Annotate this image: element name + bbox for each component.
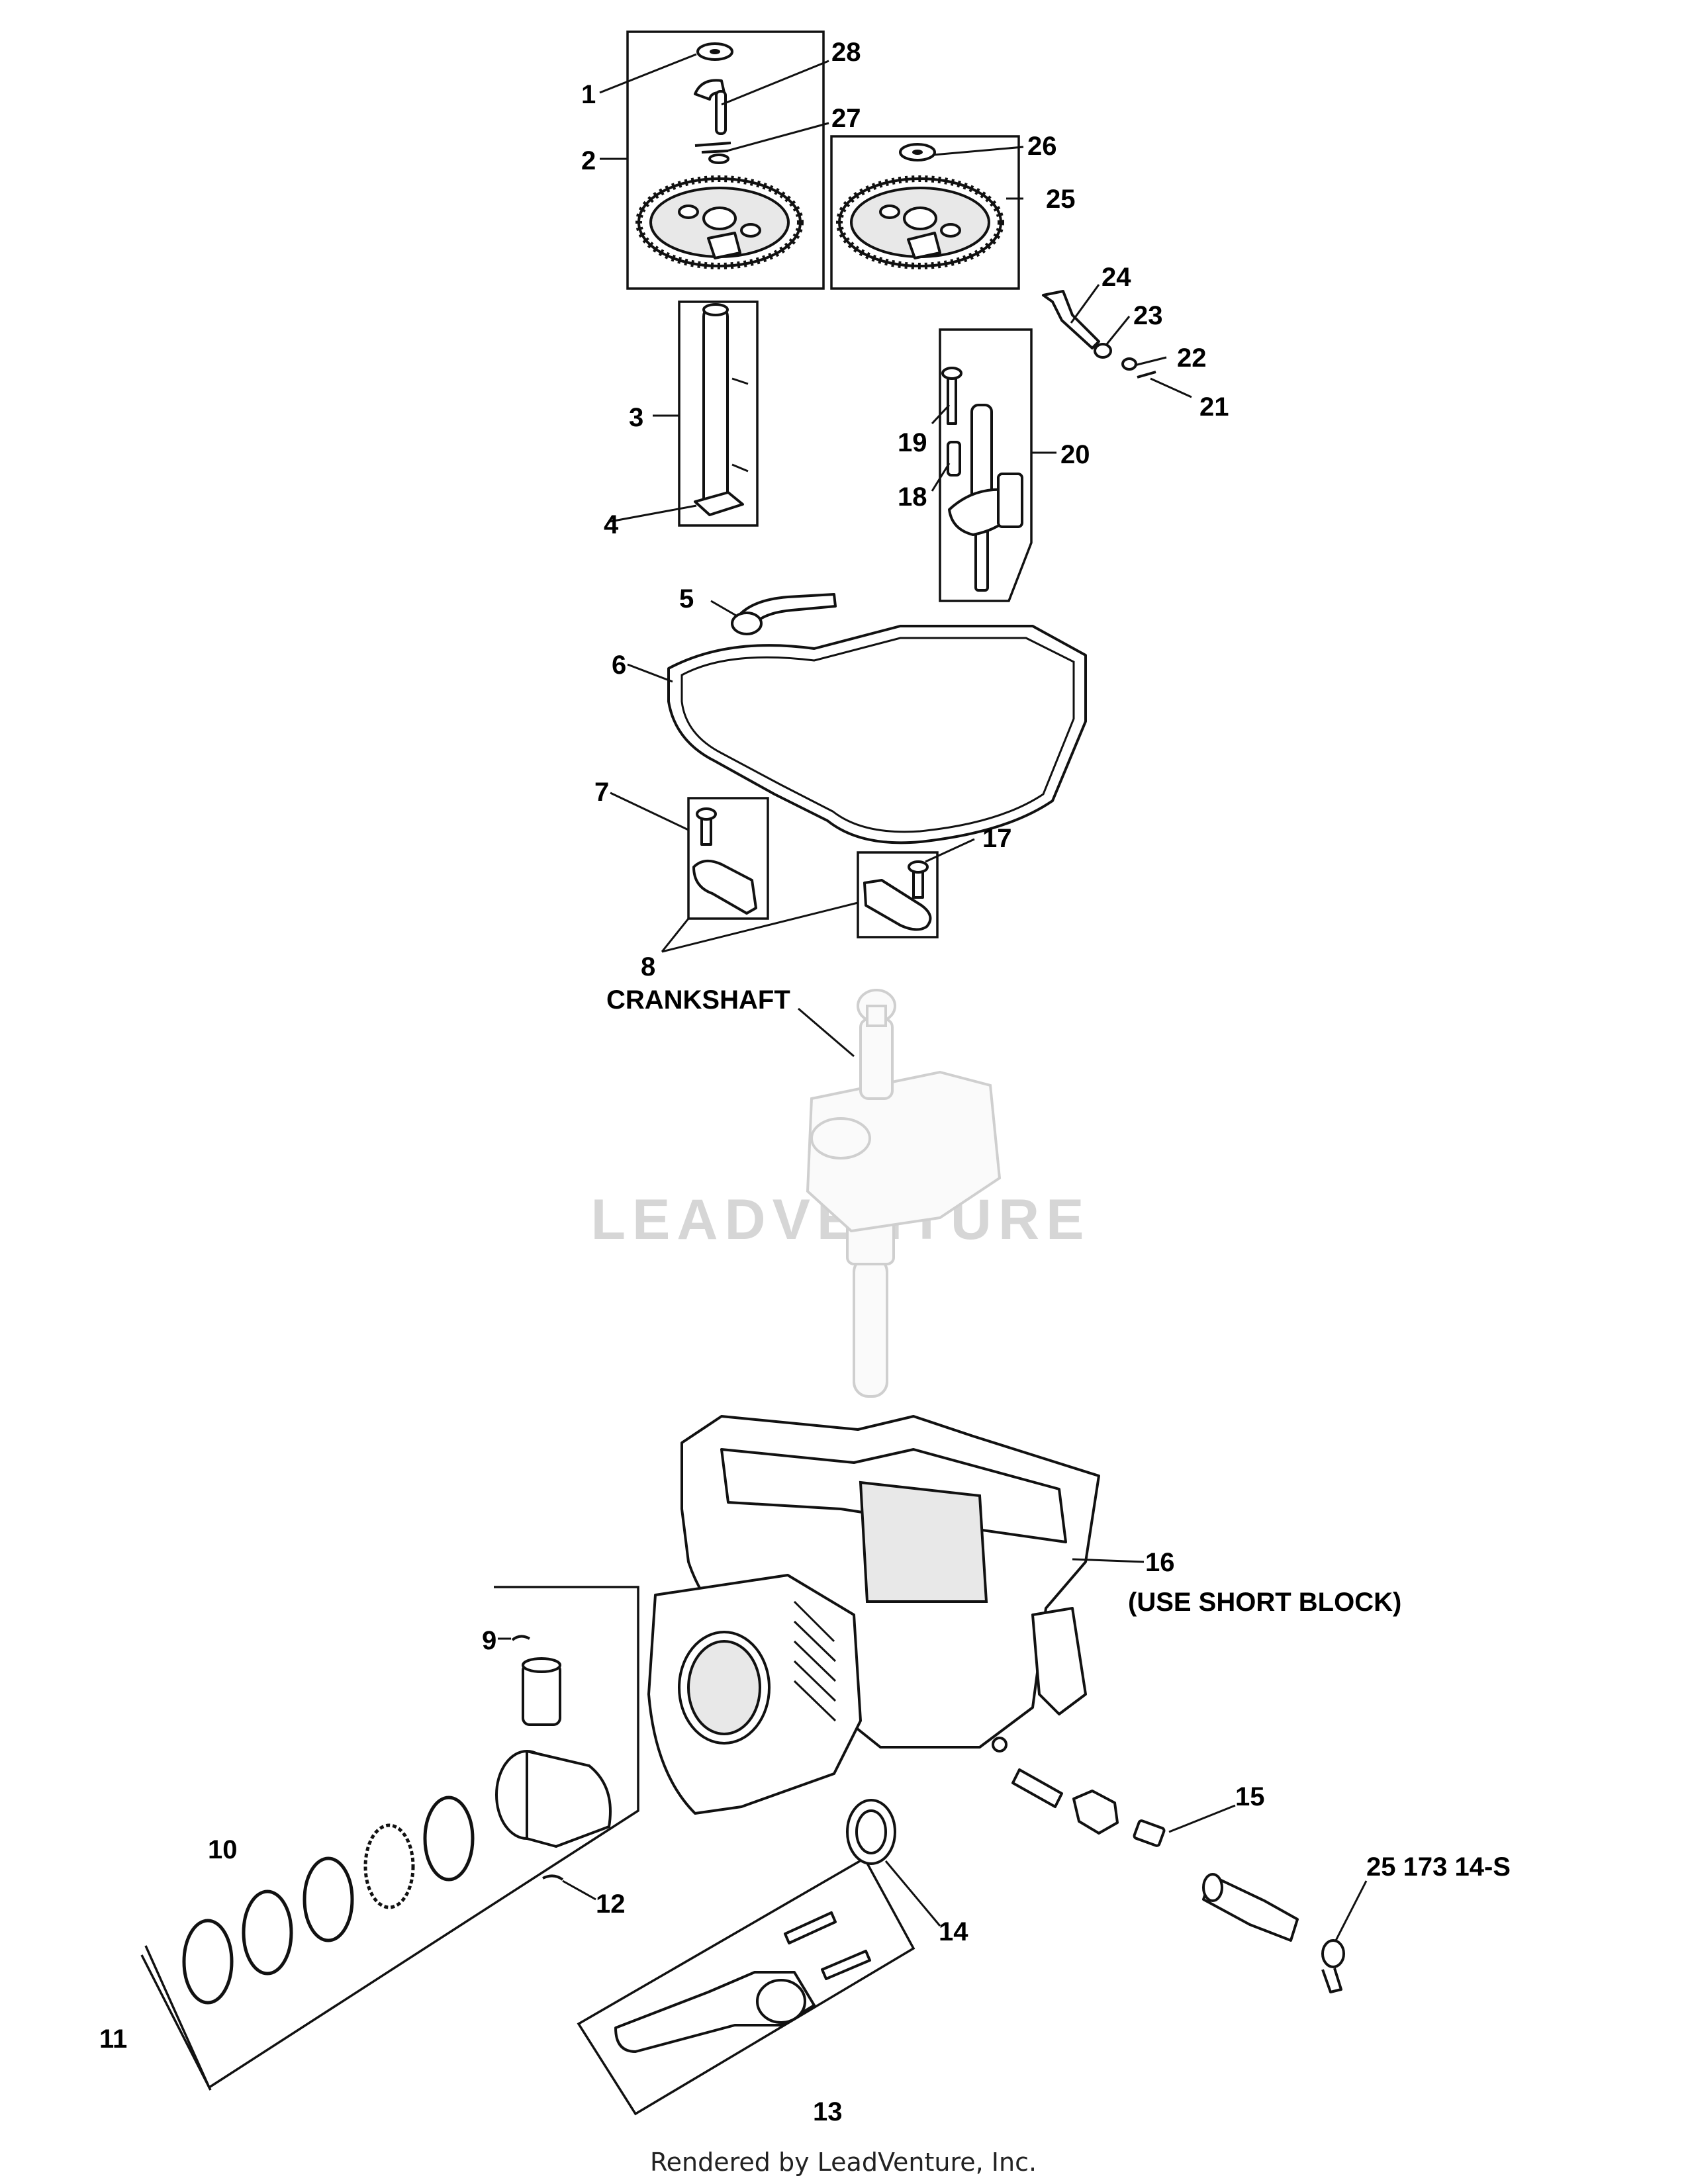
drain-parts[interactable] bbox=[1011, 1768, 1166, 1847]
callout-27: 27 bbox=[831, 104, 861, 133]
group-box-13 bbox=[577, 1856, 915, 2116]
ring-4[interactable] bbox=[242, 1889, 293, 1976]
connecting-rod-group[interactable] bbox=[577, 1856, 915, 2116]
ring-3[interactable] bbox=[303, 1856, 354, 1942]
callout-labels: 1 2 3 4 5 6 7 8 CRANKSHAFT 9 10 11 12 13… bbox=[99, 38, 1511, 2126]
leader-lines bbox=[498, 53, 1368, 1941]
callout-16: 16 bbox=[1145, 1548, 1175, 1577]
callout-22: 22 bbox=[1177, 343, 1207, 373]
bolt-19[interactable] bbox=[947, 373, 957, 425]
bracket-4[interactable] bbox=[694, 491, 744, 516]
group-box-7 bbox=[687, 797, 769, 920]
clip-9[interactable] bbox=[511, 1635, 530, 1641]
ring-2[interactable] bbox=[363, 1823, 415, 1909]
callout-kit: 25 173 14-S bbox=[1366, 1852, 1511, 1882]
callout-23: 23 bbox=[1133, 301, 1163, 330]
balance-weight-8a[interactable] bbox=[692, 859, 757, 915]
cam-gear-group-25[interactable] bbox=[830, 135, 1020, 290]
piston-group[interactable] bbox=[140, 1586, 639, 2091]
group-box-17 bbox=[857, 851, 939, 938]
callout-25: 25 bbox=[1046, 185, 1076, 214]
ring-5[interactable] bbox=[182, 1919, 234, 2005]
drain-cap[interactable] bbox=[1321, 1939, 1345, 1968]
footer-credit: Rendered by LeadVenture, Inc. bbox=[650, 2148, 1037, 2177]
callout-15: 15 bbox=[1235, 1782, 1265, 1811]
callout-3: 3 bbox=[629, 403, 643, 432]
group-box-2 bbox=[626, 30, 825, 290]
group-box-25 bbox=[830, 135, 1020, 290]
nut[interactable] bbox=[1072, 1790, 1119, 1835]
callout-6: 6 bbox=[612, 651, 626, 680]
balancer-group-7[interactable] bbox=[687, 797, 769, 920]
governor-group-20[interactable] bbox=[939, 328, 1033, 602]
callout-5: 5 bbox=[679, 584, 694, 614]
camshaft-gear-assembly-group[interactable] bbox=[626, 30, 825, 290]
callout-19: 19 bbox=[898, 428, 927, 457]
callout-24: 24 bbox=[1102, 263, 1131, 292]
pin-18[interactable] bbox=[947, 441, 961, 477]
callout-14: 14 bbox=[939, 1917, 968, 1946]
seal-23[interactable] bbox=[1094, 343, 1112, 359]
plug-15[interactable] bbox=[1133, 1819, 1166, 1847]
clip-27[interactable] bbox=[694, 142, 731, 154]
rod-bolt-b[interactable] bbox=[821, 1950, 871, 1980]
group-box-3 bbox=[678, 300, 759, 527]
drain-valve-kit[interactable] bbox=[1202, 1873, 1345, 1993]
pin-21[interactable] bbox=[1137, 371, 1156, 379]
callout-1: 1 bbox=[581, 80, 596, 109]
clip-12[interactable] bbox=[542, 1874, 564, 1881]
governor-lever-parts[interactable] bbox=[1042, 290, 1156, 379]
group-box-20 bbox=[939, 328, 1033, 602]
ring-1[interactable] bbox=[423, 1796, 475, 1882]
callout-26: 26 bbox=[1027, 132, 1057, 161]
balance-weight-8b[interactable] bbox=[863, 879, 932, 931]
governor-shaft-24[interactable] bbox=[1042, 290, 1100, 349]
crankcase-16[interactable] bbox=[647, 1415, 1100, 1815]
callout-11: 11 bbox=[99, 2025, 127, 2054]
balancer-group-17[interactable] bbox=[857, 851, 939, 938]
callout-9: 9 bbox=[482, 1626, 496, 1655]
crankshaft[interactable] bbox=[806, 989, 1002, 1398]
washer-22[interactable] bbox=[1121, 357, 1137, 371]
callout-7: 7 bbox=[594, 778, 609, 807]
callout-8: 8 bbox=[641, 952, 655, 981]
shaft-extension[interactable] bbox=[1011, 1768, 1063, 1808]
gasket-6[interactable] bbox=[667, 625, 1087, 844]
callout-crankshaft: CRANKSHAFT bbox=[606, 985, 790, 1015]
callout-4: 4 bbox=[604, 510, 619, 539]
shaft-3[interactable] bbox=[702, 306, 729, 511]
callout-17: 17 bbox=[982, 824, 1012, 853]
rod-bolt-a[interactable] bbox=[784, 1911, 837, 1944]
shaft-group-3[interactable] bbox=[678, 300, 759, 527]
callout-18: 18 bbox=[898, 482, 927, 512]
callout-16-note: (USE SHORT BLOCK) bbox=[1128, 1588, 1401, 1617]
callout-28: 28 bbox=[831, 38, 861, 67]
callout-21: 21 bbox=[1199, 392, 1229, 422]
callout-2: 2 bbox=[581, 146, 596, 175]
group-box-piston bbox=[144, 1586, 639, 2089]
callout-10: 10 bbox=[208, 1835, 238, 1864]
callout-13: 13 bbox=[813, 2097, 843, 2126]
callout-20: 20 bbox=[1060, 440, 1090, 469]
callout-12: 12 bbox=[596, 1889, 626, 1919]
